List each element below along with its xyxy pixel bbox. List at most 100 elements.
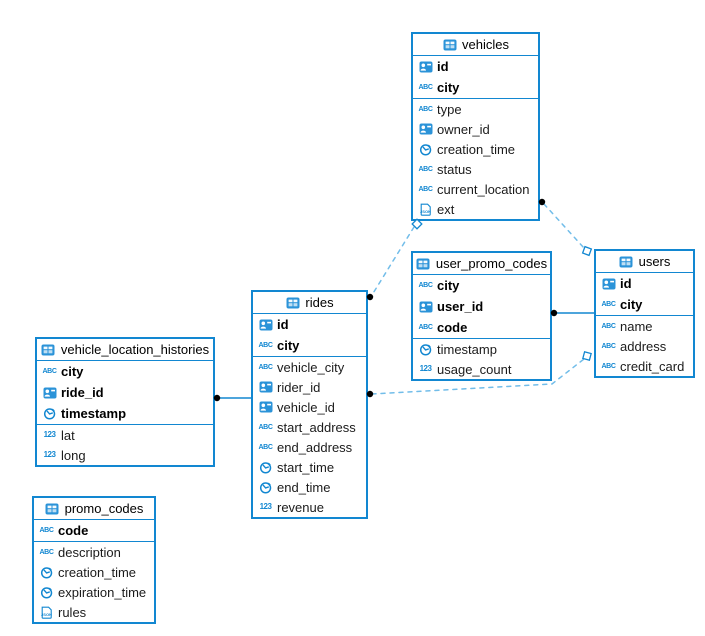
column-name: city xyxy=(61,364,84,379)
column-vehicle_id[interactable]: vehicle_id xyxy=(253,397,366,417)
abc-glyph: ABC xyxy=(42,368,57,375)
key-column-id[interactable]: id xyxy=(413,56,538,77)
column-name: timestamp xyxy=(61,406,127,421)
column-name: code xyxy=(58,523,89,538)
column-name: address xyxy=(620,338,667,354)
column-owner_id[interactable]: owner_id xyxy=(413,119,538,139)
abc-glyph: ABC xyxy=(258,342,273,349)
column-name: city xyxy=(620,297,643,312)
table-header-vehicles[interactable]: vehicles xyxy=(413,34,538,56)
id-badge-icon xyxy=(418,61,433,73)
column-name: long xyxy=(61,447,86,463)
column-name: credit_card xyxy=(620,358,685,374)
column-end_time[interactable]: end_time xyxy=(253,477,366,497)
id-badge-icon xyxy=(418,301,433,313)
key-column-timestamp[interactable]: timestamp xyxy=(37,403,213,424)
abc-icon: ABC xyxy=(601,323,616,330)
key-column-city[interactable]: ABC city xyxy=(37,361,213,382)
abc-icon: ABC xyxy=(418,166,433,173)
abc-icon: ABC xyxy=(601,301,616,308)
123-glyph: 123 xyxy=(259,502,272,511)
column-status[interactable]: ABC status xyxy=(413,159,538,179)
abc-icon: ABC xyxy=(258,444,273,451)
abc-icon: ABC xyxy=(418,186,433,193)
key-column-code[interactable]: ABC code xyxy=(34,520,154,541)
column-ext[interactable]: JSON ext xyxy=(413,199,538,219)
column-name: start_time xyxy=(277,459,335,475)
column-rider_id[interactable]: rider_id xyxy=(253,377,366,397)
table-header-users[interactable]: users xyxy=(596,251,693,273)
abc-icon: ABC xyxy=(258,342,273,349)
column-name: status xyxy=(437,161,472,177)
table-name: vehicles xyxy=(462,37,509,52)
column-name: description xyxy=(58,544,121,560)
key-column-id[interactable]: id xyxy=(596,273,693,294)
abc-glyph: ABC xyxy=(39,527,54,534)
column-name: ext xyxy=(437,201,455,217)
abc-glyph: ABC xyxy=(418,165,433,173)
clock-icon xyxy=(258,461,273,474)
key-column-ride_id[interactable]: ride_id xyxy=(37,382,213,403)
column-name: owner_id xyxy=(437,121,490,137)
abc-icon: ABC xyxy=(418,84,433,91)
table-header-vehicle_location_histories[interactable]: vehicle_location_histories xyxy=(37,339,213,361)
column-long[interactable]: 123 long xyxy=(37,445,213,465)
table-header-rides[interactable]: rides xyxy=(253,292,366,314)
table-header-promo_codes[interactable]: promo_codes xyxy=(34,498,154,520)
123-glyph: 123 xyxy=(43,450,56,459)
123-icon: 123 xyxy=(258,503,273,511)
clock-icon xyxy=(39,586,54,599)
column-creation_time[interactable]: creation_time xyxy=(34,562,154,582)
column-expiration_time[interactable]: expiration_time xyxy=(34,582,154,602)
123-glyph: 123 xyxy=(419,364,432,373)
column-rules[interactable]: JSON rules xyxy=(34,602,154,622)
abc-glyph: ABC xyxy=(258,423,273,431)
column-name: expiration_time xyxy=(58,584,147,600)
key-column-user_id[interactable]: user_id xyxy=(413,296,550,317)
column-creation_time[interactable]: creation_time xyxy=(413,139,538,159)
abc-glyph: ABC xyxy=(258,443,273,451)
column-start_time[interactable]: start_time xyxy=(253,457,366,477)
abc-glyph: ABC xyxy=(258,363,273,371)
table-icon xyxy=(45,503,60,515)
clock-icon xyxy=(39,566,54,579)
table-header-user_promo_codes[interactable]: user_promo_codes xyxy=(413,253,550,275)
column-name: start_address xyxy=(277,419,356,435)
column-timestamp[interactable]: timestamp xyxy=(413,339,550,359)
key-column-city[interactable]: ABC city xyxy=(596,294,693,315)
abc-icon: ABC xyxy=(258,424,273,431)
abc-glyph: ABC xyxy=(418,282,433,289)
column-name: vehicle_id xyxy=(277,399,335,415)
table-name: users xyxy=(638,254,671,269)
abc-glyph: ABC xyxy=(418,324,433,331)
table-icon xyxy=(285,297,300,309)
key-column-id[interactable]: id xyxy=(253,314,366,335)
column-start_address[interactable]: ABC start_address xyxy=(253,417,366,437)
